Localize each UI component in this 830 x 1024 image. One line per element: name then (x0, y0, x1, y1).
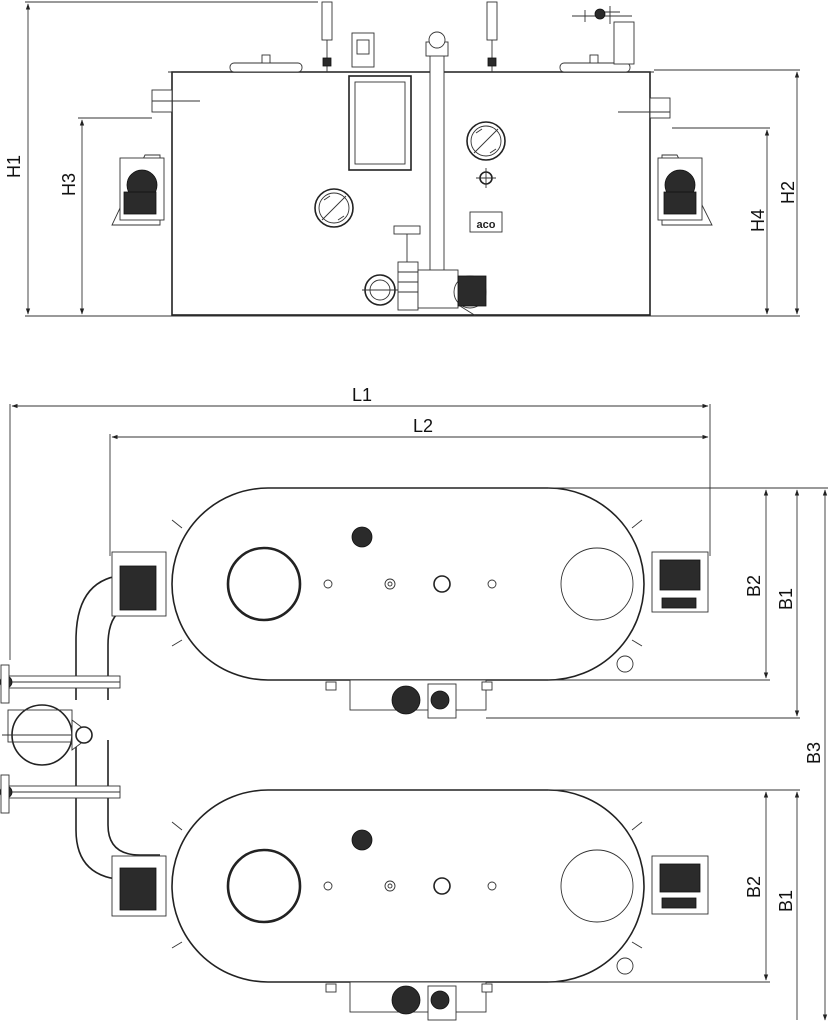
label-B1-bottom: B1 (776, 890, 796, 912)
top-valve-assembly (572, 6, 635, 65)
label-H2: H2 (778, 181, 798, 204)
vent-pipe (425, 31, 449, 291)
level-sensor-right (486, 1, 498, 72)
manhole-bottom-left (226, 848, 302, 924)
label-L2: L2 (413, 416, 433, 436)
label-L1: L1 (352, 385, 372, 405)
dimensions-plan-horizontal (9, 403, 711, 660)
manhole-top-left (226, 546, 302, 622)
manhole-bottom-right (560, 849, 634, 923)
discharge-gate-valve (362, 225, 487, 317)
inlet-manifold (0, 574, 160, 881)
pressure-gauge-right (466, 121, 506, 161)
front-elevation-view: aco (25, 1, 800, 317)
level-sensor-left (321, 1, 333, 72)
label-B3: B3 (804, 742, 824, 764)
aco-logo: aco (477, 219, 496, 231)
aco-logo-box (469, 211, 503, 233)
pump-motor-left (111, 154, 165, 226)
dimensions-front (25, 1, 800, 315)
label-B1-top: B1 (776, 588, 796, 610)
label-H4: H4 (748, 209, 768, 232)
pump-motor-right (657, 154, 713, 226)
dimensions-plan-vertical (486, 487, 828, 1021)
inspection-window (348, 75, 412, 171)
manhole-cover-left (229, 62, 303, 73)
label-H3: H3 (59, 173, 79, 196)
label-H1: H1 (4, 155, 24, 178)
tank-plan-bottom (111, 789, 709, 1021)
tank-plan-top (111, 487, 709, 719)
label-B2-bottom: B2 (744, 876, 764, 898)
junction-box (351, 32, 375, 68)
label-B2-top: B2 (744, 575, 764, 597)
manhole-top-right (560, 547, 634, 621)
pressure-gauge-left (314, 188, 354, 228)
